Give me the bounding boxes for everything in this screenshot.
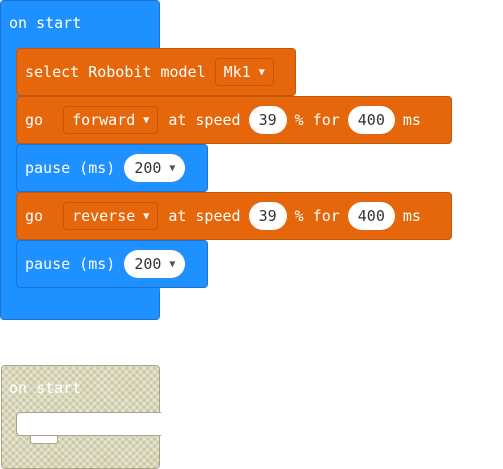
select-model-label: select Robobit model	[25, 63, 206, 81]
chevron-down-icon: ▼	[258, 66, 265, 78]
duration-input[interactable]: 400	[347, 202, 395, 230]
pause-value-dropdown[interactable]: 200 ▼	[124, 154, 186, 182]
pause-label: pause (ms)	[25, 255, 116, 273]
go-reverse-block[interactable]: go reverse ▼ at speed 39 % for 400 ms	[16, 192, 452, 240]
speed-input[interactable]: 39	[248, 106, 287, 134]
direction-value: forward	[72, 111, 136, 129]
chevron-down-icon: ▼	[143, 114, 150, 126]
disabled-on-start-slot	[16, 412, 161, 436]
model-value: Mk1	[223, 63, 251, 81]
go-forward-block[interactable]: go forward ▼ at speed 39 % for 400 ms	[16, 96, 452, 144]
duration-input[interactable]: 400	[347, 106, 395, 134]
pause-block[interactable]: pause (ms) 200 ▼	[16, 240, 208, 288]
select-robobit-model-block[interactable]: select Robobit model Mk1 ▼	[16, 48, 296, 96]
disabled-on-start-label: on start	[9, 379, 82, 397]
percent-for-label: % for	[294, 207, 340, 225]
at-speed-label: at speed	[168, 111, 241, 129]
pause-value-dropdown[interactable]: 200 ▼	[124, 250, 186, 278]
chevron-down-icon: ▼	[143, 210, 150, 222]
ms-label: ms	[402, 207, 421, 225]
on-start-label: on start	[9, 14, 82, 32]
direction-value: reverse	[72, 207, 136, 225]
pause-value: 200	[134, 159, 162, 177]
go-label: go	[25, 111, 44, 129]
pause-block[interactable]: pause (ms) 200 ▼	[16, 144, 208, 192]
pause-label: pause (ms)	[25, 159, 116, 177]
go-label: go	[25, 207, 44, 225]
model-dropdown[interactable]: Mk1 ▼	[214, 58, 274, 86]
chevron-down-icon: ▼	[169, 162, 176, 174]
at-speed-label: at speed	[168, 207, 241, 225]
chevron-down-icon: ▼	[169, 258, 176, 270]
percent-for-label: % for	[294, 111, 340, 129]
speed-input[interactable]: 39	[248, 202, 287, 230]
ms-label: ms	[402, 111, 421, 129]
direction-dropdown[interactable]: reverse ▼	[63, 202, 159, 230]
disabled-slot-notch	[30, 436, 58, 444]
direction-dropdown[interactable]: forward ▼	[63, 106, 159, 134]
pause-value: 200	[134, 255, 162, 273]
